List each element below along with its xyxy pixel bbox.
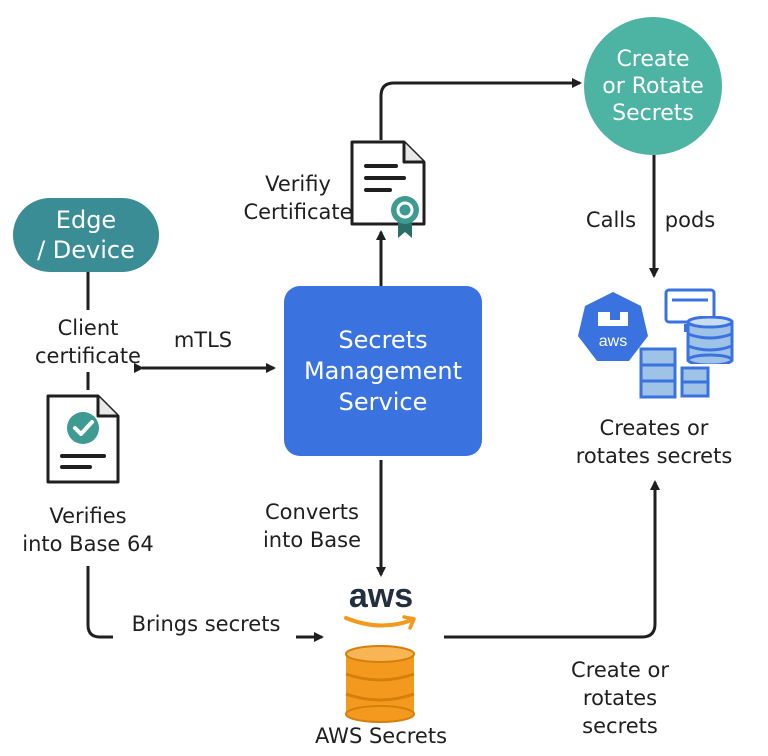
create-rotate-line-1: Create — [616, 46, 690, 72]
calls-label: Calls — [585, 208, 637, 232]
cert-to-create-arrow — [379, 78, 582, 140]
database-icon — [686, 316, 734, 364]
document-check-icon — [46, 394, 120, 484]
client-certificate-line-2: certificate — [35, 344, 141, 368]
converts-base-label: Converts into Base — [250, 498, 374, 554]
create-rotate-line-3: Secrets — [612, 100, 694, 126]
create-or-line-1: Create or — [571, 658, 669, 682]
create-or-line-3: secrets — [582, 714, 658, 738]
service-line-2: Management — [303, 356, 463, 385]
server-small-icon — [680, 366, 710, 398]
edge-device-node: Edge / Device — [13, 198, 159, 272]
client-certificate-label: Client certificate — [6, 314, 170, 370]
creates-line-2: rotates secrets — [575, 444, 733, 468]
aws-database-icon — [345, 645, 415, 723]
aws-logo-text: aws — [348, 577, 414, 615]
verifies-line-1: Verifies — [49, 504, 127, 528]
edge-device-line-1: Edge — [55, 206, 117, 234]
pods-label: pods — [664, 208, 716, 232]
brings-secrets-label: Brings secrets — [131, 612, 281, 636]
create-rotate-line-2: or Rotate — [602, 73, 704, 99]
creates-or-rotates-label: Creates or rotates secrets — [556, 414, 752, 470]
secrets-management-service-node: Secrets Management Service — [284, 286, 482, 456]
create-or-rotates-label: Create or rotates secrets — [556, 656, 684, 740]
certificate-icon — [350, 140, 426, 238]
server-icon — [639, 347, 677, 399]
kubernetes-aws-icon: aws — [578, 292, 648, 361]
edge-device-line-2: / Device — [37, 236, 135, 264]
converts-line-2: into Base — [262, 528, 362, 552]
verify-certificate-line-1: Verifiy — [265, 172, 331, 196]
service-line-3: Service — [338, 387, 428, 416]
create-or-line-2: rotates — [582, 686, 658, 710]
service-line-1: Secrets — [338, 325, 428, 354]
aws-to-creates-arrow — [444, 480, 660, 639]
verifies-base64-label: Verifies into Base 64 — [2, 502, 174, 558]
aws-secrets-label: AWS Secrets — [314, 724, 448, 748]
verify-certificate-line-2: Certificate — [243, 200, 353, 224]
creates-line-1: Creates or — [599, 416, 709, 440]
create-rotate-node: Create or Rotate Secrets — [584, 17, 722, 155]
verify-certificate-label: Verifiy Certificate — [236, 170, 360, 226]
verifies-line-2: into Base 64 — [22, 532, 154, 556]
converts-line-1: Converts — [265, 500, 359, 524]
mtls-label: mTLS — [173, 328, 233, 352]
client-certificate-line-1: Client — [57, 316, 119, 340]
verify-down-line — [86, 566, 113, 639]
aws-smile-icon — [344, 615, 416, 630]
aws-badge-text: aws — [599, 333, 627, 350]
